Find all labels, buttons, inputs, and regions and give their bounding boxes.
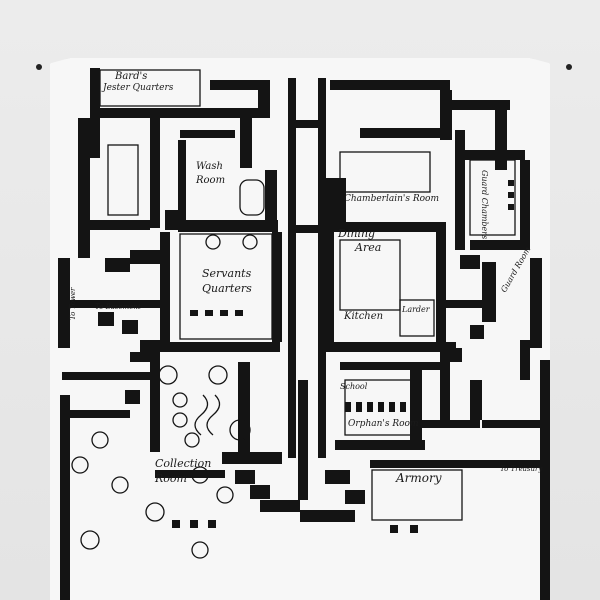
label-collection-room: Room — [155, 472, 187, 485]
label-to-treasury: To Treasury — [500, 465, 543, 473]
label-larder: Larder — [402, 305, 430, 314]
label-bards: Bard's — [115, 71, 148, 82]
label-to-tower: To Tower — [69, 287, 77, 320]
right-pin — [566, 64, 572, 70]
left-pin — [36, 64, 42, 70]
label-servants-quarters: Quarters — [202, 282, 252, 295]
label-orphans-room: Orphan's Room — [348, 419, 419, 429]
label-dining-area: Area — [355, 241, 382, 254]
label-wash-room: Room — [196, 175, 226, 186]
label-jester-quarters: Jester Quarters — [103, 83, 174, 93]
label-kitchen: Kitchen — [344, 311, 384, 322]
label-armory: Armory — [396, 471, 442, 485]
label-school: School — [340, 382, 368, 391]
label-chamberlains-room: Chamberlain's Room — [344, 194, 439, 204]
label-collection: Collection — [155, 457, 212, 470]
label-to-basement: To Basement — [95, 303, 141, 311]
label-servants: Servants — [202, 267, 252, 280]
label-wash: Wash — [196, 161, 223, 172]
label-dining: Dining — [338, 227, 376, 240]
label-guard-chambers: Guard Chambers — [480, 170, 489, 240]
